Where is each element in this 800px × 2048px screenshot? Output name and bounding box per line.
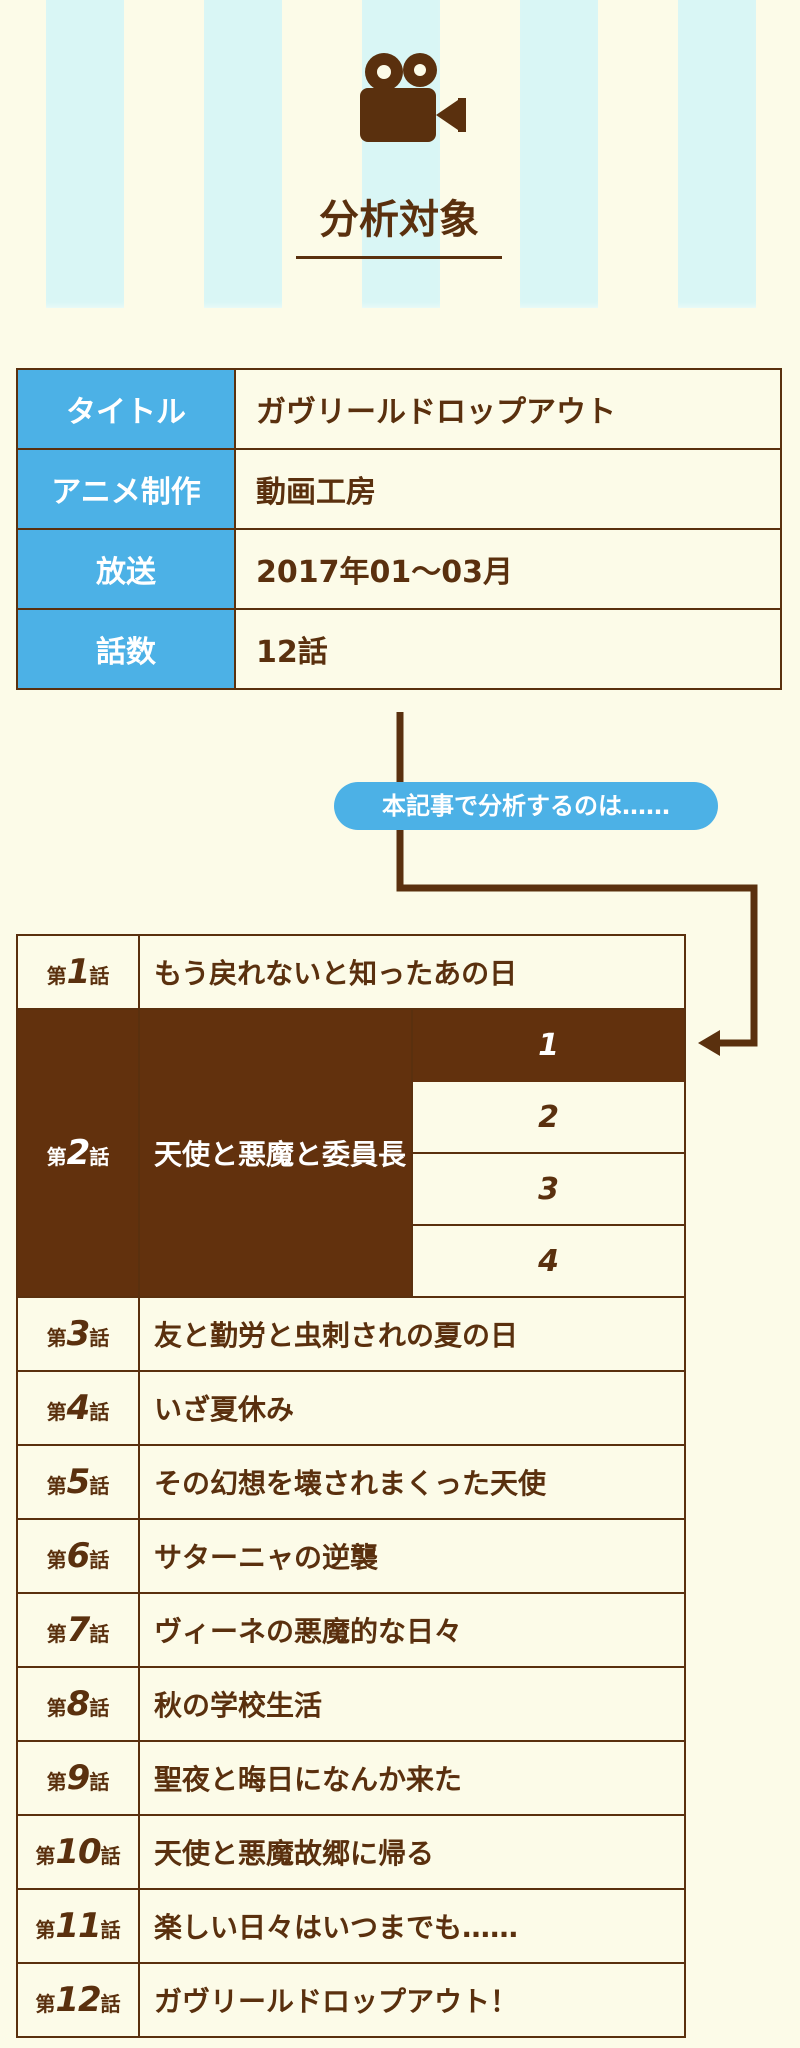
info-key: 話数 — [16, 608, 236, 690]
info-row: 話数 12話 — [16, 608, 782, 690]
info-table: タイトル ガヴリールドロップアウト アニメ制作 動画工房 放送 2017年01〜… — [16, 368, 782, 690]
episode-title: 友と勤労と虫刺されの夏の日 — [138, 1296, 686, 1372]
episode-number: 第12話 — [16, 1962, 140, 2038]
episode-title: 楽しい日々はいつまでも…… — [138, 1888, 686, 1964]
episode-title: サターニャの逆襲 — [138, 1518, 686, 1594]
episode-row: 第6話 サターニャの逆襲 — [16, 1518, 686, 1594]
episode-number: 第1話 — [16, 934, 140, 1010]
info-key: アニメ制作 — [16, 448, 236, 530]
episode-title: ガヴリールドロップアウト！ — [138, 1962, 686, 2038]
episode-part: 3 — [411, 1152, 686, 1226]
episode-number: 第11話 — [16, 1888, 140, 1964]
title-underline — [296, 256, 502, 259]
info-row: タイトル ガヴリールドロップアウト — [16, 368, 782, 450]
info-value: 動画工房 — [234, 448, 782, 530]
episode-row: 第4話 いざ夏休み — [16, 1370, 686, 1446]
episode-row: 第12話 ガヴリールドロップアウト！ — [16, 1962, 686, 2038]
episode-part-row: 2 — [17, 1080, 686, 1154]
stripe — [46, 0, 124, 308]
movie-camera-icon — [360, 53, 466, 142]
episode-number: 第8話 — [16, 1666, 140, 1742]
episode-number: 第6話 — [16, 1518, 140, 1594]
episode-number: 第2話 — [16, 1008, 140, 1298]
episode-row: 第11話 楽しい日々はいつまでも…… — [16, 1888, 686, 1964]
arrow-head — [698, 1030, 720, 1056]
info-key: タイトル — [16, 368, 236, 450]
info-row: 放送 2017年01〜03月 — [16, 528, 782, 610]
stripe — [678, 0, 756, 308]
episode-title: 秋の学校生活 — [138, 1666, 686, 1742]
episode-number: 第4話 — [16, 1370, 140, 1446]
episode-row-highlighted: 第2話 天使と悪魔と委員長 1 — [16, 1008, 686, 1298]
episode-part: 4 — [411, 1224, 686, 1298]
episode-title: ヴィーネの悪魔的な日々 — [138, 1592, 686, 1668]
info-key: 放送 — [16, 528, 236, 610]
info-value: ガヴリールドロップアウト — [234, 368, 782, 450]
stripe — [204, 0, 282, 308]
info-value: 12話 — [234, 608, 782, 690]
episode-number: 第5話 — [16, 1444, 140, 1520]
stripe — [520, 0, 598, 308]
stripe — [362, 0, 440, 308]
episode-number: 第9話 — [16, 1740, 140, 1816]
section-title: 分析対象 — [319, 197, 479, 243]
info-row: アニメ制作 動画工房 — [16, 448, 782, 530]
episode-row: 第7話 ヴィーネの悪魔的な日々 — [16, 1592, 686, 1668]
episode-title: 天使と悪魔と委員長 — [138, 1008, 413, 1298]
episode-title: いざ夏休み — [138, 1370, 686, 1446]
episode-number: 第7話 — [16, 1592, 140, 1668]
episode-row: 第5話 その幻想を壊されまくった天使 — [16, 1444, 686, 1520]
episode-part-row: 3 — [17, 1152, 686, 1226]
episode-row: 第8話 秋の学校生活 — [16, 1666, 686, 1742]
episode-title: 天使と悪魔故郷に帰る — [138, 1814, 686, 1890]
episode-table: 第1話 もう戻れないと知ったあの日 第2話 天使と悪魔と委員長 1 2 3 4 … — [16, 934, 686, 2038]
episode-row: 第3話 友と勤労と虫刺されの夏の日 — [16, 1296, 686, 1372]
episode-title: 聖夜と晦日になんか来た — [138, 1740, 686, 1816]
episode-number: 第3話 — [16, 1296, 140, 1372]
episode-title: もう戻れないと知ったあの日 — [138, 934, 686, 1010]
episode-part: 2 — [411, 1080, 686, 1154]
striped-backdrop — [46, 0, 756, 308]
info-value: 2017年01〜03月 — [234, 528, 782, 610]
episode-title: その幻想を壊されまくった天使 — [138, 1444, 686, 1520]
episode-part-row: 4 — [17, 1224, 686, 1298]
callout-pill: 本記事で分析するのは…… — [334, 782, 718, 830]
episode-row: 第1話 もう戻れないと知ったあの日 — [16, 934, 686, 1010]
episode-number: 第10話 — [16, 1814, 140, 1890]
episode-row: 第9話 聖夜と晦日になんか来た — [16, 1740, 686, 1816]
episode-part-selected: 1 — [411, 1008, 686, 1082]
episode-row: 第10話 天使と悪魔故郷に帰る — [16, 1814, 686, 1890]
